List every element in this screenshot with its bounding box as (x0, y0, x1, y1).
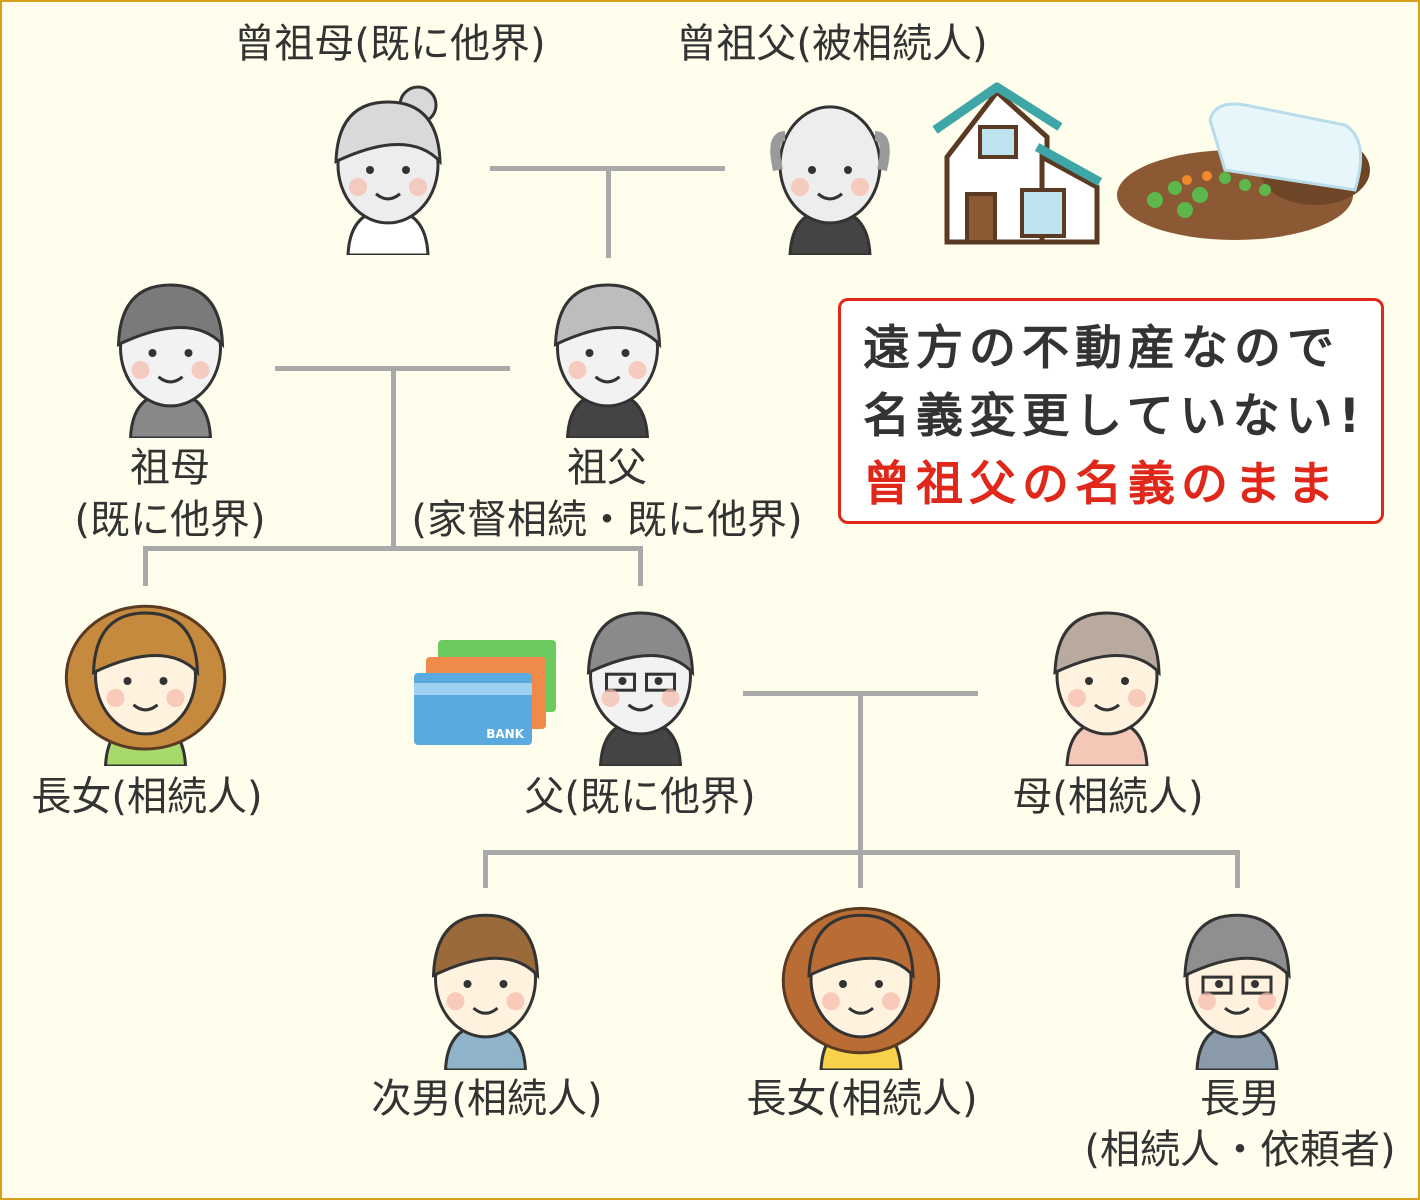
label-eldest-daughter: 長女(相続人) (746, 1076, 978, 1122)
label-aunt: 長女(相続人) (31, 774, 263, 820)
great-grandfather-illustration (765, 85, 895, 257)
label-great-grandmother: 曾祖母(既に他界) (234, 21, 546, 67)
descent-line-parents (858, 691, 863, 854)
great-grandmother-illustration (323, 85, 453, 257)
grandmother-illustration (103, 268, 238, 440)
descent-line-grandfather (606, 166, 611, 258)
label-father: 父(既に他界) (524, 774, 756, 820)
second-son-illustration (423, 898, 548, 1072)
callout-box: 遠方の不動産なので 名義変更していない! 曾祖父の名義のまま (838, 298, 1384, 524)
farmland-greenhouse-icon (1117, 102, 1370, 240)
bank-card-label: BANK (486, 727, 524, 741)
label-eldest-son-name: 長男 (1200, 1076, 1280, 1122)
label-grandmother-status: (既に他界) (74, 497, 266, 543)
drop-line-eldest-son (1235, 850, 1240, 888)
drop-line-father (638, 546, 643, 586)
label-second-son: 次男(相続人) (371, 1076, 603, 1122)
drop-line-second-son (483, 850, 488, 888)
aunt-illustration (63, 596, 228, 768)
label-grandmother-name: 祖母 (130, 445, 210, 491)
descent-line-grandparents (391, 366, 396, 550)
mother-illustration (1033, 596, 1181, 768)
sibling-line-generation2 (143, 546, 643, 551)
grandfather-illustration (545, 268, 670, 440)
drop-line-aunt (143, 546, 148, 586)
house-icon (932, 82, 1102, 245)
drop-line-eldest-daughter (858, 850, 863, 888)
callout-line-3-highlight: 曾祖父の名義のまま (863, 457, 1340, 512)
label-grandfather-name: 祖父 (567, 445, 647, 491)
father-illustration (578, 596, 703, 768)
label-grandfather-status: (家督相続・既に他界) (411, 497, 803, 543)
bank-cards-icon: BANK (414, 640, 559, 748)
eldest-daughter-illustration (780, 898, 942, 1072)
label-great-grandfather: 曾祖父(被相続人) (676, 21, 988, 67)
callout-line-1: 遠方の不動産なので (863, 321, 1340, 376)
eldest-son-illustration (1173, 898, 1301, 1072)
label-mother: 母(相続人) (1012, 774, 1204, 820)
callout-line-2: 名義変更していない! (863, 389, 1367, 444)
label-eldest-son-role: (相続人・依頼者) (1084, 1127, 1396, 1173)
